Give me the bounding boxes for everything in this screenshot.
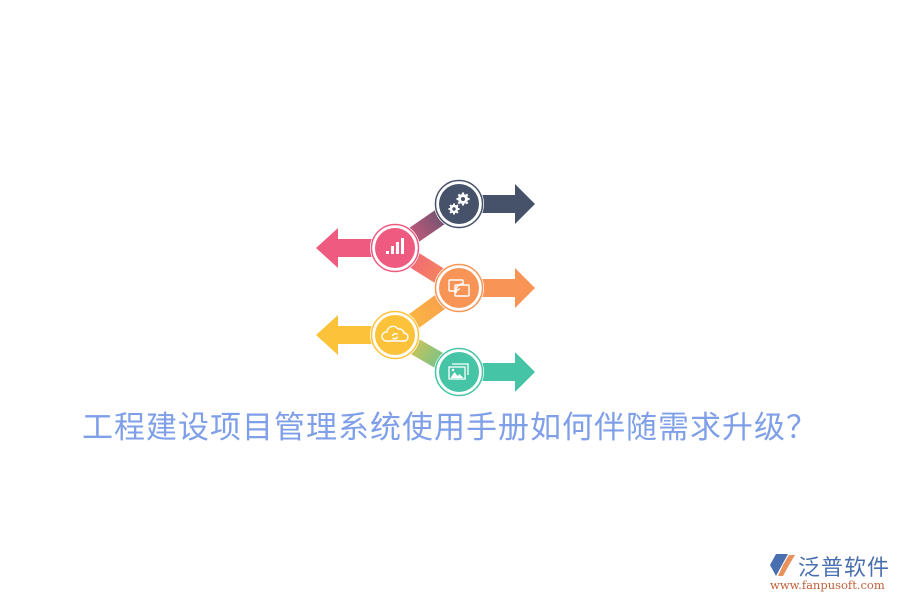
brand-logo: 泛普软件 www.fanpusoft.com — [768, 550, 898, 594]
step-2-bar-chart — [316, 223, 420, 273]
step-3-screen-cast — [434, 263, 535, 313]
arrow-left — [316, 228, 395, 268]
step-1-gears — [434, 179, 535, 229]
gears-icon — [448, 192, 470, 215]
arrow-right — [459, 268, 535, 308]
arrow-right — [459, 184, 535, 224]
screen-cast-icon — [448, 279, 470, 297]
cloud-sync-icon — [381, 325, 409, 342]
step-5-image-gallery — [434, 347, 535, 397]
logo-url: www.fanpusoft.com — [770, 578, 885, 592]
arrow-right — [459, 352, 535, 392]
arrow-left — [316, 315, 395, 355]
bar-chart-icon — [386, 238, 404, 254]
image-gallery-icon — [448, 363, 469, 380]
logo-name: 泛普软件 — [798, 556, 891, 581]
step-4-cloud-sync — [316, 310, 420, 360]
logo-icon — [770, 554, 795, 576]
page-title: 工程建设项目管理系统使用手册如何伴随需求升级？ — [82, 410, 818, 446]
